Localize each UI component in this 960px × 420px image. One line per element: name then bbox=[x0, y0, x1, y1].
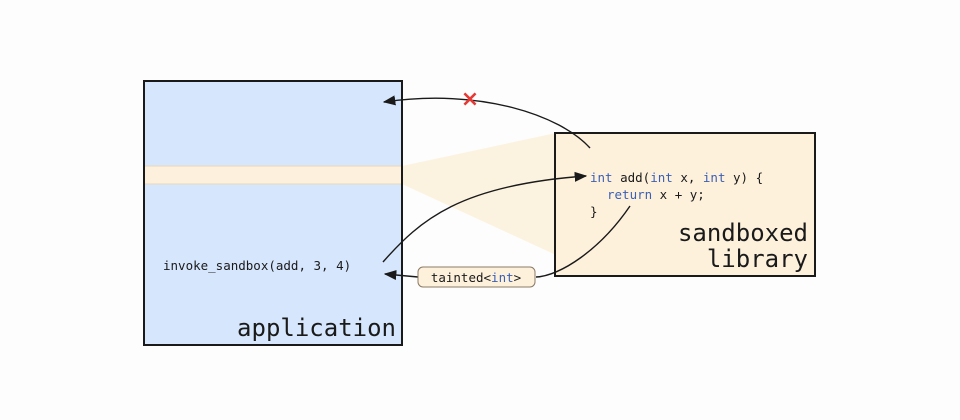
code-kw-return: return bbox=[607, 187, 652, 202]
code-line-1: int add(int x, int y) { bbox=[590, 170, 763, 185]
projection-wedge bbox=[402, 133, 556, 255]
blocked-access-arrow bbox=[382, 95, 591, 149]
library-box bbox=[554, 132, 816, 277]
tainted-badge-text: tainted<int> bbox=[431, 270, 521, 285]
application-box bbox=[143, 80, 403, 346]
return-value-arrow bbox=[535, 205, 631, 278]
code-param-x: x, bbox=[673, 170, 703, 185]
tainted-type: int bbox=[491, 270, 514, 285]
code-param-y: y) { bbox=[725, 170, 763, 185]
tainted-prefix: tainted< bbox=[431, 270, 491, 285]
code-kw-int-3: int bbox=[703, 170, 726, 185]
code-kw-int-2: int bbox=[650, 170, 673, 185]
library-label-line1: sandboxed bbox=[678, 219, 808, 247]
library-label-line2: library bbox=[707, 245, 808, 273]
tainted-suffix: > bbox=[514, 270, 522, 285]
code-fn-name: add( bbox=[613, 170, 651, 185]
blocked-x-marker: × bbox=[461, 87, 479, 112]
tainted-badge bbox=[417, 266, 536, 288]
code-line-2: return x + y; bbox=[607, 187, 705, 202]
code-return-expr: x + y; bbox=[652, 187, 705, 202]
invoke-call-arrow bbox=[382, 171, 588, 263]
application-label: application bbox=[237, 314, 396, 342]
return-arrow-tail bbox=[383, 270, 419, 281]
application-sandbox-band bbox=[145, 166, 401, 184]
invoke-call-text: invoke_sandbox(add, 3, 4) bbox=[163, 258, 351, 273]
code-line-3: } bbox=[590, 204, 598, 219]
code-kw-int-1: int bbox=[590, 170, 613, 185]
